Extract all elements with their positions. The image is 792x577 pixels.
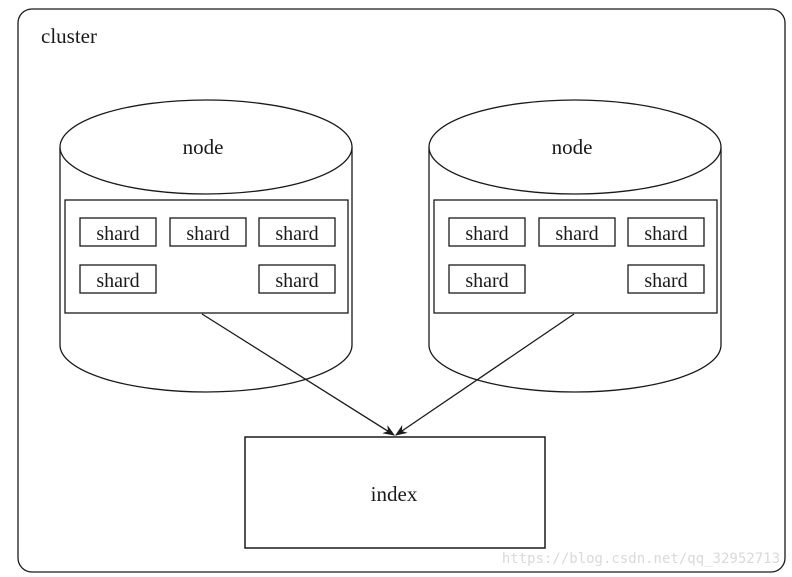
shard-label: shard <box>555 223 598 245</box>
node-cylinder-1: node shard shard shard shard shard <box>59 99 353 393</box>
shard-container-1 <box>64 199 349 314</box>
shard-box <box>79 264 157 294</box>
shard-box <box>538 217 616 247</box>
node-cylinder-top-2 <box>428 99 722 195</box>
node-label-1: node <box>183 135 224 159</box>
shard-label: shard <box>465 223 508 245</box>
shard-label: shard <box>96 270 139 292</box>
node-cylinder-top-1 <box>59 99 353 195</box>
shard-label: shard <box>96 223 139 245</box>
arrow-node2-to-index <box>395 313 575 436</box>
watermark-text: https://blog.csdn.net/qq_32952713 <box>502 551 780 567</box>
shard-box <box>627 217 705 247</box>
shard-box <box>258 264 336 294</box>
shard-box <box>627 264 705 294</box>
shard-label: shard <box>186 223 229 245</box>
node-cylinder-2: node shard shard shard shard shard <box>428 99 722 393</box>
shard-label: shard <box>275 270 318 292</box>
shard-label: shard <box>275 223 318 245</box>
arrow-node1-to-index <box>201 313 396 436</box>
shard-container-2 <box>433 199 718 314</box>
shard-label: shard <box>644 270 687 292</box>
shard-box <box>258 217 336 247</box>
shard-box <box>79 217 157 247</box>
shard-box <box>448 217 526 247</box>
cluster-label: cluster <box>41 24 97 48</box>
shard-box <box>448 264 526 294</box>
index-box <box>244 436 546 549</box>
shard-label: shard <box>465 270 508 292</box>
shard-box <box>169 217 247 247</box>
index-label: index <box>371 482 418 506</box>
shard-label: shard <box>644 223 687 245</box>
node-label-2: node <box>552 135 593 159</box>
